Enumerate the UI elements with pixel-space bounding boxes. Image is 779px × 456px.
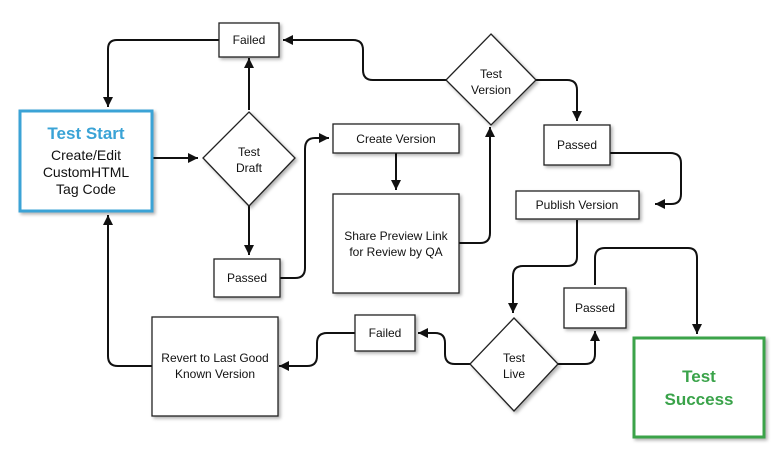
edge-testversion-to-passed bbox=[536, 79, 582, 121]
failed-live-node: Failed bbox=[354, 314, 416, 352]
passed-live-node: Passed bbox=[563, 287, 627, 329]
revert-node: Revert to Last Good Known Version bbox=[151, 316, 279, 417]
edge-share-to-testversion bbox=[459, 127, 495, 244]
revert-line-1: Revert to Last Good bbox=[161, 351, 268, 365]
edge-passed-to-create bbox=[280, 133, 329, 279]
edge-failed-to-start bbox=[103, 39, 219, 107]
test-live-decision: Test Live bbox=[469, 317, 559, 412]
failed-top-node: Failed bbox=[218, 22, 280, 58]
edge-passed-to-publish bbox=[610, 152, 682, 209]
share-preview-line-2: for Review by QA bbox=[349, 245, 442, 259]
edge-failed-to-revert bbox=[279, 332, 355, 371]
revert-line-2: Known Version bbox=[175, 367, 255, 381]
test-start-line-3: Tag Code bbox=[56, 181, 116, 197]
passed-version-node: Passed bbox=[543, 124, 611, 166]
test-start-node: Test Start Create/Edit CustomHTML Tag Co… bbox=[18, 109, 154, 213]
edge-publish-to-testlive bbox=[508, 220, 578, 313]
publish-version-node: Publish Version bbox=[515, 190, 640, 220]
edge-testlive-to-failed bbox=[418, 328, 470, 365]
failed-live-label: Failed bbox=[369, 326, 402, 340]
share-preview-node: Share Preview Link for Review by QA bbox=[332, 193, 460, 294]
edge-revert-to-start bbox=[103, 215, 152, 367]
test-live-line-1: Test bbox=[503, 351, 526, 365]
test-start-line-1: Create/Edit bbox=[51, 147, 121, 163]
test-success-node: Test Success bbox=[632, 336, 766, 439]
test-success-line-2: Success bbox=[665, 390, 734, 409]
test-draft-decision: Test Draft bbox=[202, 111, 296, 207]
passed-draft-label: Passed bbox=[227, 271, 267, 285]
edge-testversion-to-failed bbox=[283, 35, 446, 81]
create-version-label: Create Version bbox=[356, 132, 435, 146]
share-preview-line-1: Share Preview Link bbox=[344, 229, 448, 243]
passed-live-label: Passed bbox=[575, 301, 615, 315]
test-start-line-2: CustomHTML bbox=[43, 164, 130, 180]
test-success-line-1: Test bbox=[682, 367, 716, 386]
test-start-title: Test Start bbox=[47, 124, 124, 143]
publish-version-label: Publish Version bbox=[536, 198, 619, 212]
edge-passed-to-success bbox=[594, 247, 702, 334]
create-version-node: Create Version bbox=[332, 123, 460, 154]
passed-draft-node: Passed bbox=[213, 258, 281, 298]
test-version-line-2: Version bbox=[471, 83, 511, 97]
test-draft-line-2: Draft bbox=[236, 161, 263, 175]
test-draft-line-1: Test bbox=[238, 145, 261, 159]
passed-version-label: Passed bbox=[557, 138, 597, 152]
test-version-line-1: Test bbox=[480, 67, 503, 81]
test-version-decision: Test Version bbox=[445, 33, 537, 126]
edge-testlive-to-passed bbox=[558, 331, 600, 365]
failed-top-label: Failed bbox=[233, 33, 266, 47]
test-live-line-2: Live bbox=[503, 367, 525, 381]
